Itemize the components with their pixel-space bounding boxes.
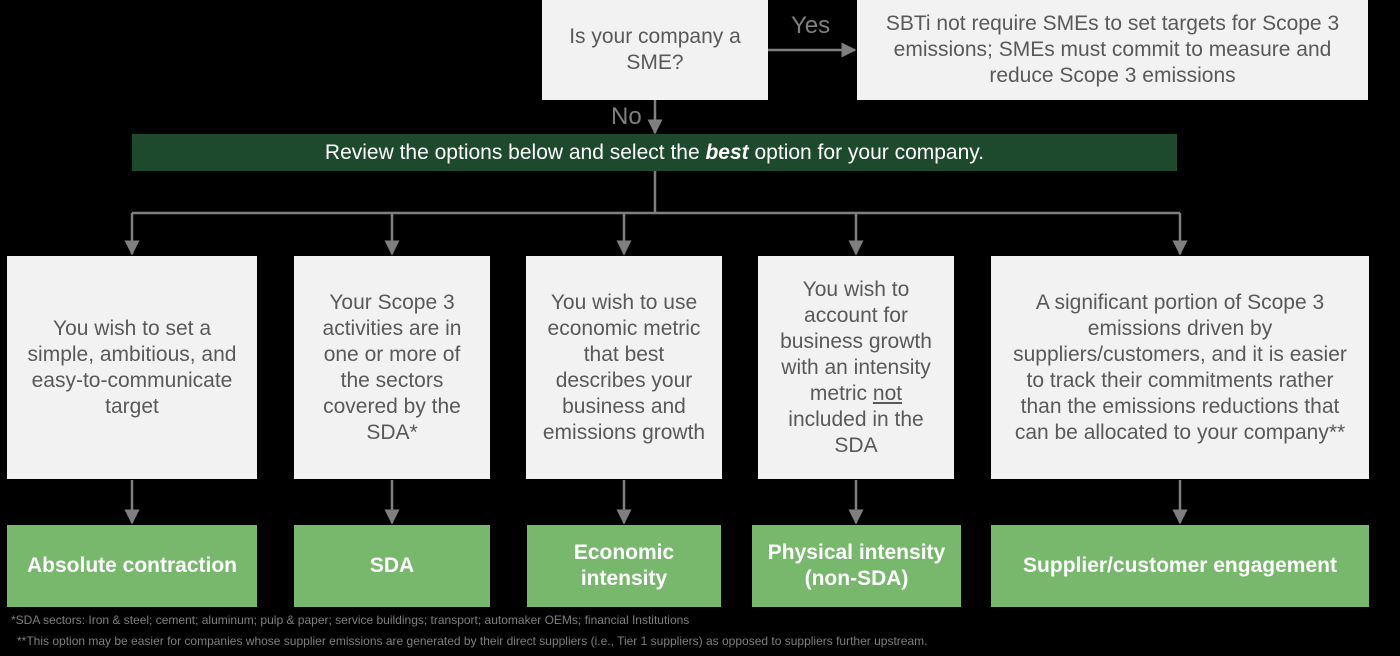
option-line: included in the	[788, 407, 924, 431]
option-line: the sectors	[340, 368, 444, 392]
yes-label: Yes	[791, 12, 831, 39]
option-line: describes your	[555, 368, 693, 392]
sme-result-line: emissions; SMEs must commit to measure a…	[893, 38, 1332, 61]
sme-question-line: Is your company a	[569, 25, 741, 48]
option-line: You wish to use	[550, 290, 698, 314]
sme-question-line: SME?	[626, 51, 684, 74]
option-line: You wish to set a	[53, 316, 211, 340]
option-box-sda: Your Scope 3 activities are in one or mo…	[294, 256, 490, 479]
option-line: A significant portion of Scope 3	[1035, 290, 1325, 314]
option-box-absolute: You wish to set a simple, ambitious, and…	[7, 256, 257, 479]
option-line: covered by the	[323, 394, 461, 418]
option-line: to track their commitments rather	[1026, 368, 1334, 392]
option-line: economic metric	[547, 316, 701, 340]
sme-result-box: SBTi not require SMEs to set targets for…	[857, 0, 1368, 100]
option-line: business and	[562, 394, 686, 418]
not-underlined: not	[872, 381, 903, 405]
outcome-sda: SDA	[294, 525, 490, 607]
metric-word: metric	[809, 381, 873, 405]
option-line-metric: metric not	[780, 381, 932, 407]
no-label: No	[611, 103, 642, 130]
outcome-line: (non-SDA)	[804, 567, 909, 590]
footnote-supplier: **This option may be easier for companie…	[17, 634, 928, 648]
option-box-physical: You wish to account for business growth …	[758, 256, 954, 479]
option-line: business growth	[780, 329, 932, 353]
option-box-supplier: A significant portion of Scope 3 emissio…	[991, 256, 1369, 479]
option-line: can be allocated to your company**	[1014, 420, 1346, 444]
option-line: Your Scope 3	[329, 290, 455, 314]
outcome-physical-intensity: Physical intensity (non-SDA)	[752, 525, 961, 607]
outcome-line: SDA	[369, 554, 415, 577]
outcome-line: intensity	[580, 567, 668, 590]
sme-question-box: Is your company a SME?	[542, 0, 768, 100]
option-line: emissions driven by	[1087, 316, 1273, 340]
option-line: than the emissions reductions that	[1020, 394, 1340, 418]
option-line: suppliers/customers, and it is easier	[1013, 342, 1347, 366]
option-line: account for	[804, 303, 908, 327]
review-options-banner: Review the options below and select the …	[132, 134, 1177, 171]
option-line: activities are in	[322, 316, 462, 340]
option-line: easy-to-communicate	[31, 368, 233, 392]
option-line: emissions growth	[542, 420, 706, 444]
sme-result-line: reduce Scope 3 emissions	[989, 64, 1236, 87]
outcome-line: Physical intensity	[767, 541, 946, 564]
option-box-economic: You wish to use economic metric that bes…	[526, 256, 722, 479]
outcome-line: Absolute contraction	[26, 554, 237, 577]
banner-text-emphasis: best	[705, 140, 749, 164]
banner-text-pre: Review the options below and select the	[324, 140, 706, 164]
option-line: SDA*	[366, 420, 418, 444]
banner-text-post: option for your company.	[748, 140, 985, 164]
option-line: that best	[583, 342, 665, 366]
option-line: with an intensity	[781, 355, 931, 379]
option-line: one or more of	[323, 342, 461, 366]
outcome-line: Economic	[573, 541, 675, 564]
option-line: simple, ambitious, and	[27, 342, 237, 366]
footnote-sda-sectors: *SDA sectors: Iron & steel; cement; alum…	[11, 613, 690, 627]
option-line: target	[105, 394, 159, 418]
option-line: SDA	[834, 433, 878, 457]
sme-result-line: SBTi not require SMEs to set targets for…	[885, 12, 1340, 35]
outcome-supplier-engagement: Supplier/customer engagement	[991, 525, 1369, 607]
outcome-absolute-contraction: Absolute contraction	[7, 525, 257, 607]
option-line: You wish to	[802, 277, 910, 301]
outcome-economic-intensity: Economic intensity	[527, 525, 721, 607]
outcome-line: Supplier/customer engagement	[1023, 554, 1337, 577]
